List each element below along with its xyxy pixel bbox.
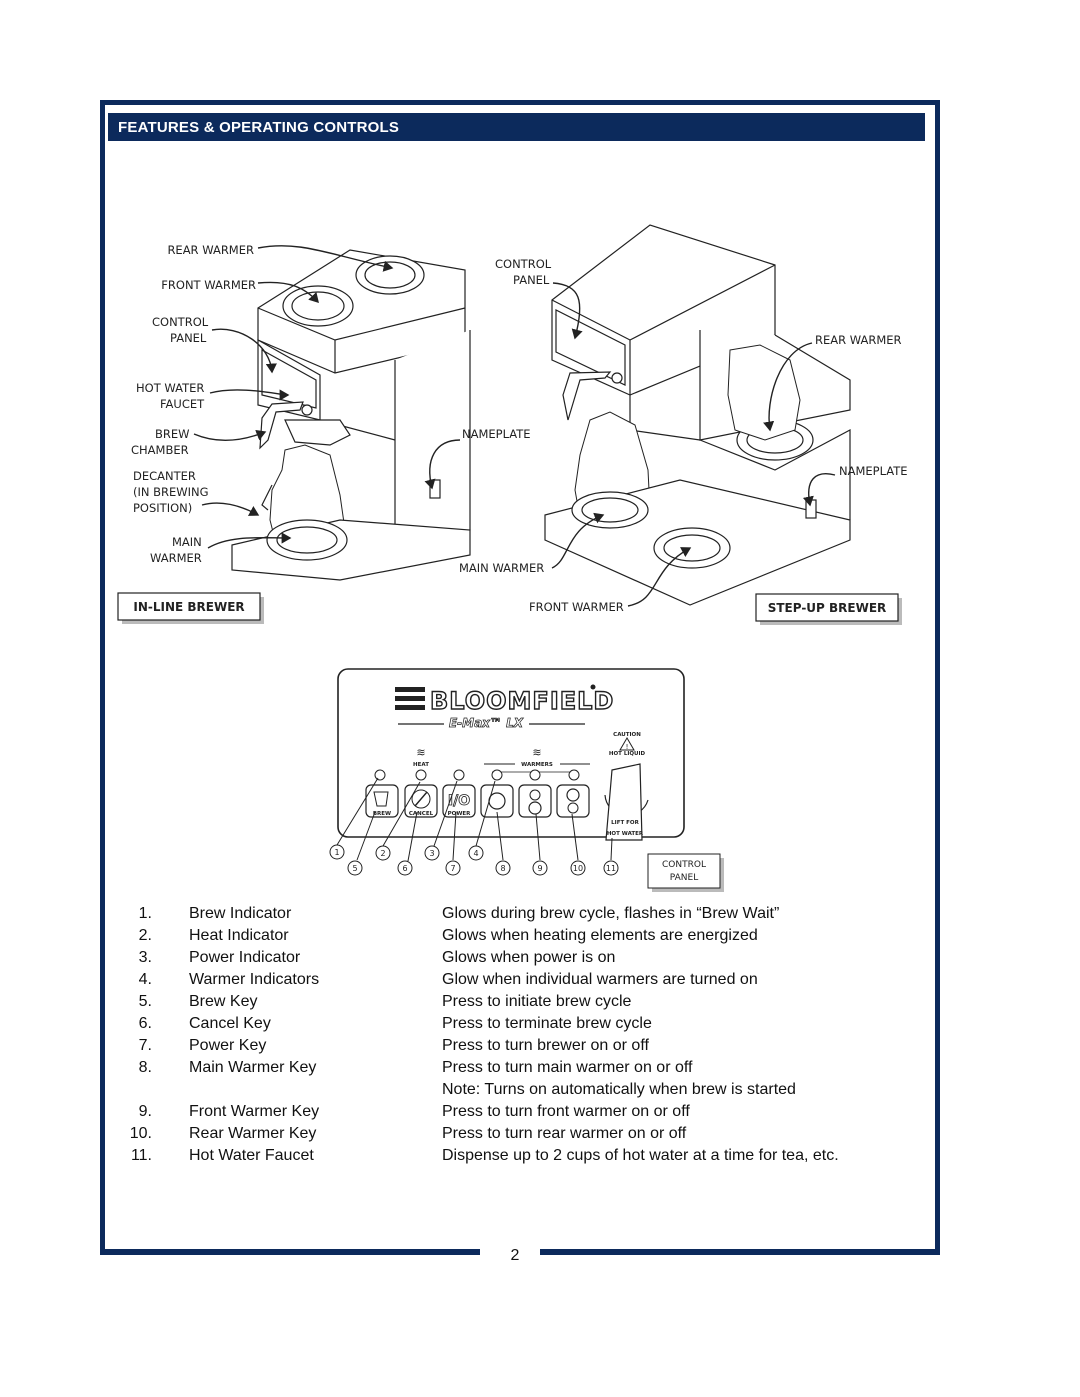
svg-text:2: 2 xyxy=(380,849,385,858)
stepup-label-front-warmer: FRONT WARMER xyxy=(529,600,624,614)
stepup-label-main-warmer: MAIN WARMER xyxy=(459,561,544,575)
brand-name: BLOOMFIELD xyxy=(430,687,614,715)
svg-text:5: 5 xyxy=(352,864,357,873)
hot-liquid-label: HOT LIQUID xyxy=(609,751,646,757)
power-symbol: I/O xyxy=(448,793,470,809)
list-item: 8. Main Warmer Key Press to turn main wa… xyxy=(138,1059,693,1076)
label-in-brewing: (IN BREWING xyxy=(133,485,209,499)
rear-warmer-indicator-light xyxy=(568,769,580,781)
caution-label: CAUTION xyxy=(613,732,641,738)
hot-water-faucet-handle: LIFT FOR HOT WATER xyxy=(604,763,649,841)
inline-callout-arrows xyxy=(193,245,461,549)
svg-text:7: 7 xyxy=(450,864,455,873)
inline-brewer-tag-text: IN-LINE BREWER xyxy=(133,600,244,614)
main-warmer-indicator-light xyxy=(491,769,503,781)
label-brew: BREW xyxy=(155,427,190,441)
svg-text:BREW: BREW xyxy=(373,811,391,817)
control-panel-tag: CONTROL PANEL xyxy=(647,853,724,892)
heat-icon: ≋ xyxy=(416,746,425,759)
warmers-heat-icon: ≋ xyxy=(532,746,541,759)
label-nameplate: NAMEPLATE xyxy=(462,427,531,441)
rear-warmer-key xyxy=(556,784,590,818)
svg-text:10: 10 xyxy=(573,864,583,873)
svg-text:PANEL: PANEL xyxy=(670,873,698,883)
stepup-label-nameplate: NAMEPLATE xyxy=(839,464,908,478)
svg-text:6: 6 xyxy=(402,864,407,873)
list-item: 4. Warmer Indicators Glow when individua… xyxy=(138,971,758,988)
brew-indicator-light xyxy=(374,769,386,781)
frame-border xyxy=(100,100,940,1255)
page-number: 2 xyxy=(510,1247,520,1264)
stepup-brewer-tag-text: STEP-UP BREWER xyxy=(768,601,887,615)
list-item: 6. Cancel Key Press to terminate brew cy… xyxy=(138,1015,652,1032)
footer-rule-right xyxy=(540,1249,940,1255)
lift-for-label: LIFT FOR xyxy=(611,820,639,826)
power-key: I/O POWER xyxy=(442,784,476,818)
list-item: 11. Hot Water Faucet Dispense up to 2 cu… xyxy=(130,1147,839,1164)
list-item: 2. Heat Indicator Glows when heating ele… xyxy=(138,927,758,944)
front-warmer-key xyxy=(518,784,552,818)
warmers-label: WARMERS xyxy=(521,762,553,768)
svg-text:CONTROL: CONTROL xyxy=(662,860,706,870)
label-warmer: WARMER xyxy=(150,551,202,565)
list-item: 5. Brew Key Press to initiate brew cycle xyxy=(138,993,632,1010)
footer-rule-left xyxy=(100,1249,480,1255)
brewers-illustration: REAR WARMER FRONT WARMER CONTROL PANEL H… xyxy=(117,224,908,892)
svg-text:8: 8 xyxy=(500,864,505,873)
cancel-key: CANCEL xyxy=(404,784,438,818)
label-front-warmer: FRONT WARMER xyxy=(161,278,256,292)
stepup-label-rear-warmer: REAR WARMER xyxy=(815,333,902,347)
stepup-brewer-drawing xyxy=(544,224,851,606)
inline-brewer-drawing xyxy=(231,249,471,581)
heat-label: HEAT xyxy=(413,762,429,768)
svg-text:11: 11 xyxy=(606,864,616,873)
hot-water-faucet-label: HOT WATER xyxy=(607,831,644,837)
label-control: CONTROL xyxy=(152,315,209,329)
label-rear-warmer: REAR WARMER xyxy=(167,243,254,257)
label-decanter: DECANTER xyxy=(133,469,196,483)
label-chamber: CHAMBER xyxy=(131,443,189,457)
svg-text:4: 4 xyxy=(473,849,478,858)
svg-text:CANCEL: CANCEL xyxy=(409,811,434,817)
model-name: E-Max™ LX xyxy=(449,716,524,730)
list-item: 7. Power Key Press to turn brewer on or … xyxy=(138,1037,649,1054)
control-panel-diagram: BLOOMFIELD E-Max™ LX CAUTION ! HOT LIQUI… xyxy=(329,668,724,892)
brew-key: BREW xyxy=(365,784,399,818)
svg-text:POWER: POWER xyxy=(448,811,472,817)
label-faucet: FAUCET xyxy=(160,397,205,411)
bloomfield-logo: BLOOMFIELD xyxy=(395,684,614,716)
list-item: 3. Power Indicator Glows when power is o… xyxy=(138,949,616,966)
callout-numbers xyxy=(329,844,619,876)
main-warmer-key xyxy=(480,784,514,818)
svg-text:9: 9 xyxy=(537,864,542,873)
stepup-callout-labels: CONTROL PANEL REAR WARMER NAMEPLATE MAIN… xyxy=(459,257,908,614)
list-item: 1. Brew Indicator Glows during brew cycl… xyxy=(138,905,780,922)
section-title: FEATURES & OPERATING CONTROLS xyxy=(118,119,400,136)
svg-text:!: ! xyxy=(626,743,629,751)
label-position: POSITION) xyxy=(133,501,192,515)
inline-callout-labels: REAR WARMER FRONT WARMER CONTROL PANEL H… xyxy=(131,243,531,565)
stepup-label-control: CONTROL xyxy=(495,257,552,271)
callout-number-labels: 1 2 3 4 5 6 7 8 9 10 11 xyxy=(334,848,616,873)
stepup-callout-arrows xyxy=(551,282,836,607)
section-header: FEATURES & OPERATING CONTROLS xyxy=(108,113,925,141)
page-frame xyxy=(100,100,940,1255)
front-warmer-indicator-light xyxy=(529,769,541,781)
svg-text:3: 3 xyxy=(429,849,434,858)
label-main: MAIN xyxy=(172,535,202,549)
list-item-note: Note: Turns on automatically when brew i… xyxy=(442,1081,796,1098)
label-hot-water: HOT WATER xyxy=(136,381,204,395)
stepup-brewer-tag: STEP-UP BREWER xyxy=(755,593,902,625)
list-item: 10. Rear Warmer Key Press to turn rear w… xyxy=(129,1125,687,1142)
power-indicator-light xyxy=(453,769,465,781)
label-panel: PANEL xyxy=(170,331,207,345)
stepup-label-panel: PANEL xyxy=(513,273,550,287)
heat-indicator-light xyxy=(415,769,427,781)
svg-text:1: 1 xyxy=(334,848,339,857)
inline-brewer-tag: IN-LINE BREWER xyxy=(117,592,264,624)
list-item: 9. Front Warmer Key Press to turn front … xyxy=(138,1103,690,1120)
